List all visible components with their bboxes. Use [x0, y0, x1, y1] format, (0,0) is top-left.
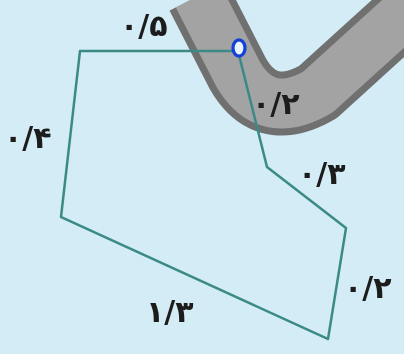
label-bottom: ۱/۳ — [146, 295, 194, 330]
corner-point — [231, 38, 247, 58]
label-left: ۰/۴ — [4, 121, 52, 156]
label-road: ۰/۲ — [252, 87, 300, 122]
label-slant-right: ۰/۳ — [298, 157, 346, 192]
label-top: ۰/۵ — [120, 9, 168, 44]
road-band-inner — [175, 0, 404, 129]
label-right: ۰/۲ — [344, 271, 392, 306]
